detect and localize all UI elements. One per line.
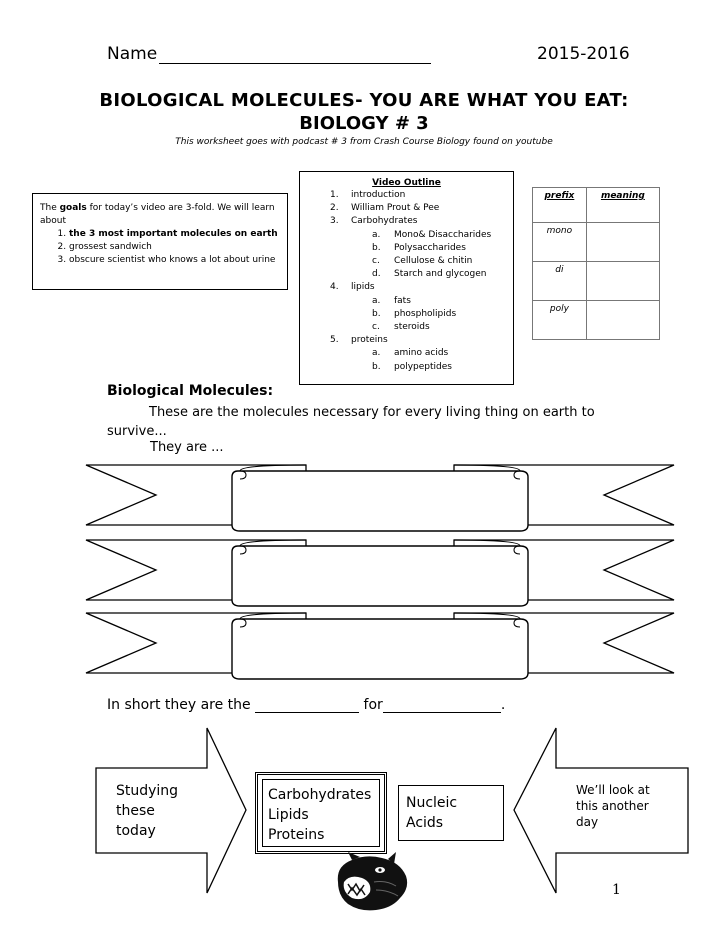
name-field: Name bbox=[107, 44, 432, 64]
outline-item-text: Polysaccharides bbox=[394, 242, 466, 253]
outline-item-number: 2. bbox=[330, 203, 339, 214]
meaning-cell[interactable] bbox=[585, 222, 661, 262]
name-blank[interactable] bbox=[159, 47, 432, 64]
outline-item-number: d. bbox=[372, 269, 381, 280]
outline-item-text: amino acids bbox=[394, 348, 449, 359]
left-arrow-shape bbox=[513, 727, 689, 894]
prefix-table: prefix meaning mono di poly bbox=[532, 187, 661, 340]
studying-today-text: Studying these today bbox=[116, 783, 179, 839]
look-another-day-text: We’ll look at this another day bbox=[576, 783, 650, 829]
video-outline-heading: Video Outline bbox=[372, 178, 441, 188]
outline-item-number: b. bbox=[372, 308, 381, 319]
outline-item-text: lipids bbox=[351, 282, 375, 293]
molecule-proteins: Proteins bbox=[268, 827, 325, 843]
meaning-cell[interactable] bbox=[585, 300, 661, 340]
outline-item-number: b. bbox=[372, 242, 381, 253]
outline-item-number: 4. bbox=[330, 282, 339, 293]
outline-item-number: 3. bbox=[330, 216, 339, 227]
section-heading: Biological Molecules: bbox=[107, 383, 274, 399]
outline-item-number: b. bbox=[372, 361, 381, 372]
goal-item: the 3 most important molecules on earth bbox=[69, 228, 289, 241]
meaning-cell[interactable] bbox=[585, 261, 661, 301]
goals-intro: The goals for today’s video are 3-fold. … bbox=[40, 203, 275, 226]
prefix-cell: poly bbox=[532, 300, 587, 340]
outline-item-text: phospholipids bbox=[394, 308, 457, 319]
outline-item-text: Starch and glycogen bbox=[394, 269, 487, 280]
outline-item-number: a. bbox=[372, 229, 381, 240]
molecule-carbohydrates: Carbohydrates bbox=[268, 787, 372, 803]
page-number: 1 bbox=[612, 882, 621, 898]
panther-mascot-icon bbox=[337, 852, 408, 911]
worksheet-description: This worksheet goes with podcast # 3 fro… bbox=[175, 137, 553, 147]
outline-item-text: Mono& Disaccharides bbox=[394, 229, 492, 240]
outline-item-text: introduction bbox=[351, 190, 406, 200]
they-are-prompt: They are ... bbox=[150, 440, 224, 455]
outline-item-number: 5. bbox=[330, 335, 339, 346]
outline-item-text: proteins bbox=[351, 335, 388, 346]
outline-item-text: steroids bbox=[394, 322, 430, 332]
outline-item-number: 1. bbox=[330, 190, 339, 200]
worksheet-subtitle-title: BIOLOGY # 3 bbox=[299, 113, 429, 134]
nucleic-acids-box: Nucleic Acids bbox=[398, 785, 504, 841]
outline-item-text: Cellulose & chitin bbox=[394, 256, 473, 266]
molecule-lipids: Lipids bbox=[268, 807, 309, 823]
studied-molecules-box: Carbohydrates Lipids Proteins bbox=[255, 772, 387, 854]
section-body: These are the molecules necessary for ev… bbox=[107, 405, 595, 439]
name-label: Name bbox=[107, 44, 158, 64]
outline-item-number: c. bbox=[372, 256, 380, 266]
goal-item: grossest sandwich bbox=[69, 241, 289, 254]
outline-item-text: polypeptides bbox=[394, 361, 452, 372]
school-year: 2015-2016 bbox=[537, 44, 630, 64]
outline-item-number: a. bbox=[372, 295, 381, 306]
in-short-sentence: In short they are the for. bbox=[107, 697, 506, 713]
outline-item-text: fats bbox=[394, 295, 411, 306]
goal-item: obscure scientist who knows a lot about … bbox=[69, 254, 289, 267]
goals-list: the 3 most important molecules on earth … bbox=[41, 228, 289, 267]
worksheet-title: BIOLOGICAL MOLECULES- YOU ARE WHAT YOU E… bbox=[99, 90, 629, 111]
goals-box: The goals for today’s video are 3-fold. … bbox=[32, 193, 288, 290]
outline-item-number: a. bbox=[372, 348, 381, 359]
outline-item-text: William Prout & Pee bbox=[351, 203, 440, 214]
fill-blank-2[interactable] bbox=[382, 698, 501, 713]
outline-item-text: Carbohydrates bbox=[351, 216, 418, 227]
video-outline-box: Video Outline 1. introduction 2. William Pr… bbox=[299, 171, 514, 385]
outline-item-number: c. bbox=[372, 322, 380, 332]
fill-blank-1[interactable] bbox=[255, 698, 360, 713]
right-arrow-shape bbox=[95, 727, 247, 894]
